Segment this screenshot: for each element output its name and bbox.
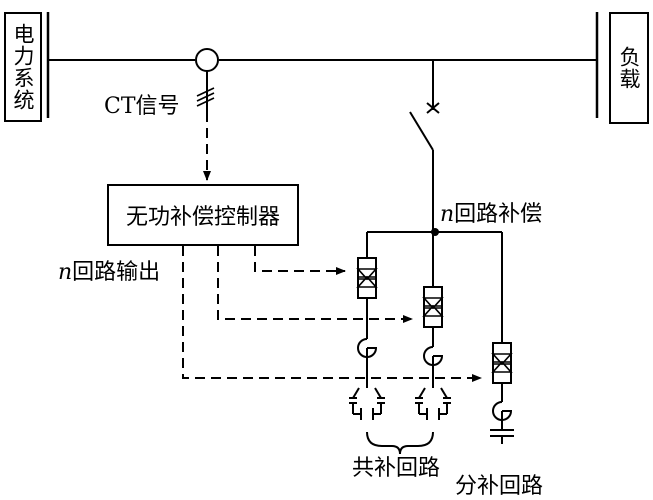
power-system-box: 电力系统	[4, 12, 42, 122]
controller-label: 无功补偿控制器	[125, 205, 280, 230]
n-compensation-prefix: n	[440, 202, 455, 227]
branch-2	[414, 286, 452, 421]
main-bus	[46, 12, 599, 118]
n-output-suffix: 回路输出	[72, 260, 161, 285]
power-system-label: 电力系统	[11, 23, 35, 111]
n-compensation-label: n回路补偿	[440, 204, 542, 226]
common-brace	[366, 431, 434, 455]
n-output-prefix: n	[58, 260, 73, 285]
ct-sensor	[195, 48, 219, 112]
common-compensation-label: 共补回路	[352, 456, 441, 481]
branch-1	[348, 257, 386, 421]
load-label: 负载	[617, 46, 641, 90]
control-line-2	[217, 246, 413, 323]
ct-signal-label: CT信号	[104, 94, 180, 119]
n-compensation-suffix: 回路补偿	[454, 202, 543, 227]
control-line-1	[254, 246, 346, 275]
controller-box: 无功补偿控制器	[107, 184, 299, 246]
compensation-bus	[366, 231, 503, 343]
control-line-3	[182, 246, 482, 382]
load-box: 负载	[609, 12, 649, 124]
split-compensation-label: 分补回路	[455, 474, 544, 499]
load-branch-breaker	[409, 60, 440, 236]
branch-3	[490, 342, 514, 444]
n-output-label: n回路输出	[58, 262, 160, 284]
